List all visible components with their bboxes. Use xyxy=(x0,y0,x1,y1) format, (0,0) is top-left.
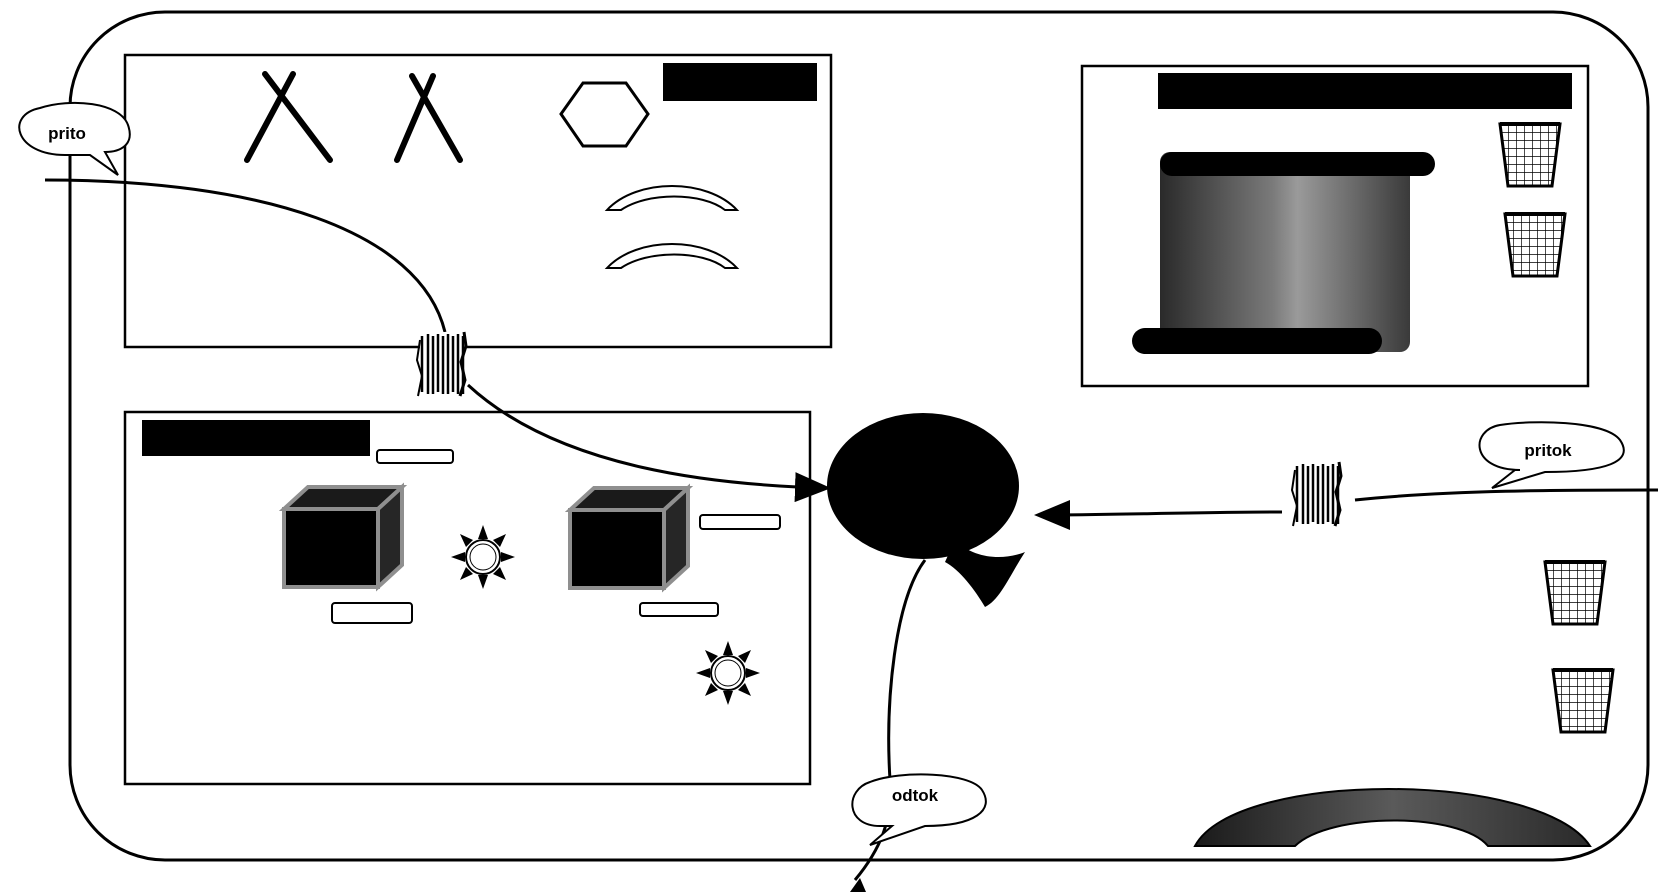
basket-icon xyxy=(1505,214,1565,276)
grate-icon xyxy=(1292,462,1341,526)
placeholder-bar xyxy=(332,603,412,623)
top-left-title-bar xyxy=(663,63,817,101)
placeholder-bar xyxy=(700,515,780,529)
basket-icon xyxy=(1553,670,1613,732)
inflow-arrow-right xyxy=(1040,512,1282,515)
placeholder-bar xyxy=(640,603,718,616)
top-right-title-bar xyxy=(1158,73,1572,109)
inflow-left-bubble: prito xyxy=(19,103,129,175)
basket-icon xyxy=(1545,562,1605,624)
sun-icon xyxy=(451,525,515,589)
placeholder-bar xyxy=(377,450,453,463)
dark-scroll-icon xyxy=(1132,152,1435,354)
cube-icon xyxy=(570,488,688,588)
outflow-arrow-tip xyxy=(850,878,866,892)
inflow-right-label: pritok xyxy=(1524,441,1572,460)
dark-arch-icon xyxy=(1195,789,1590,846)
inflow-right-bubble: pritok xyxy=(1480,422,1624,488)
top-right-panel xyxy=(1082,66,1588,386)
sun-icon xyxy=(696,641,760,705)
cube-icon xyxy=(284,487,402,587)
grate-icon xyxy=(417,332,466,396)
basket-icon xyxy=(1500,124,1560,186)
bottom-left-panel xyxy=(125,412,810,784)
blob-icon xyxy=(827,413,1025,607)
outflow-label: odtok xyxy=(892,786,939,805)
outflow-bubble: odtok xyxy=(852,774,986,845)
inflow-line-right xyxy=(1355,490,1658,500)
inflow-left-label: prito xyxy=(48,124,86,143)
top-left-panel xyxy=(125,55,831,347)
bottom-left-title-bar xyxy=(142,420,370,456)
